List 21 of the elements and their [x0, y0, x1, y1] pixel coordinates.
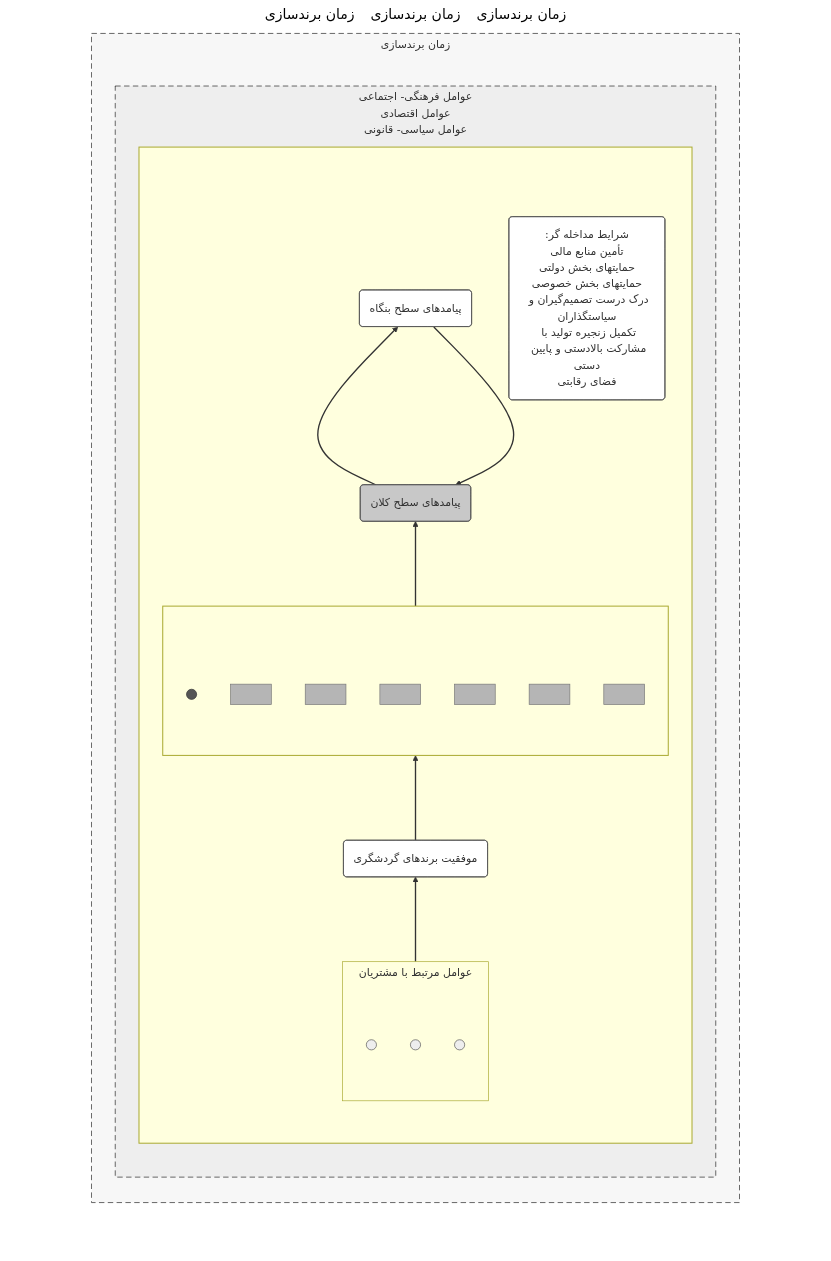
frame-label: زمان برندسازی [264, 6, 355, 22]
node-circle [410, 1039, 421, 1051]
node-circle [454, 1039, 466, 1051]
cluster: عوامل مرتبط با مشتریان [342, 961, 489, 1102]
frame-label: زمان برندسازی [370, 6, 461, 22]
node-circle [186, 688, 197, 700]
cluster [138, 146, 693, 1144]
arrow [433, 326, 515, 486]
arrow [317, 326, 399, 486]
cluster [162, 605, 669, 756]
node-box [454, 683, 496, 705]
node-box [379, 683, 421, 705]
node-box [603, 683, 645, 705]
arrow [412, 876, 419, 963]
arrow [412, 521, 419, 607]
node-box [230, 683, 272, 705]
node-box [304, 683, 347, 705]
arrow [412, 755, 419, 841]
node-circle [365, 1039, 377, 1051]
node-box [528, 683, 571, 705]
frame-label: زمان برندسازی [476, 6, 567, 22]
